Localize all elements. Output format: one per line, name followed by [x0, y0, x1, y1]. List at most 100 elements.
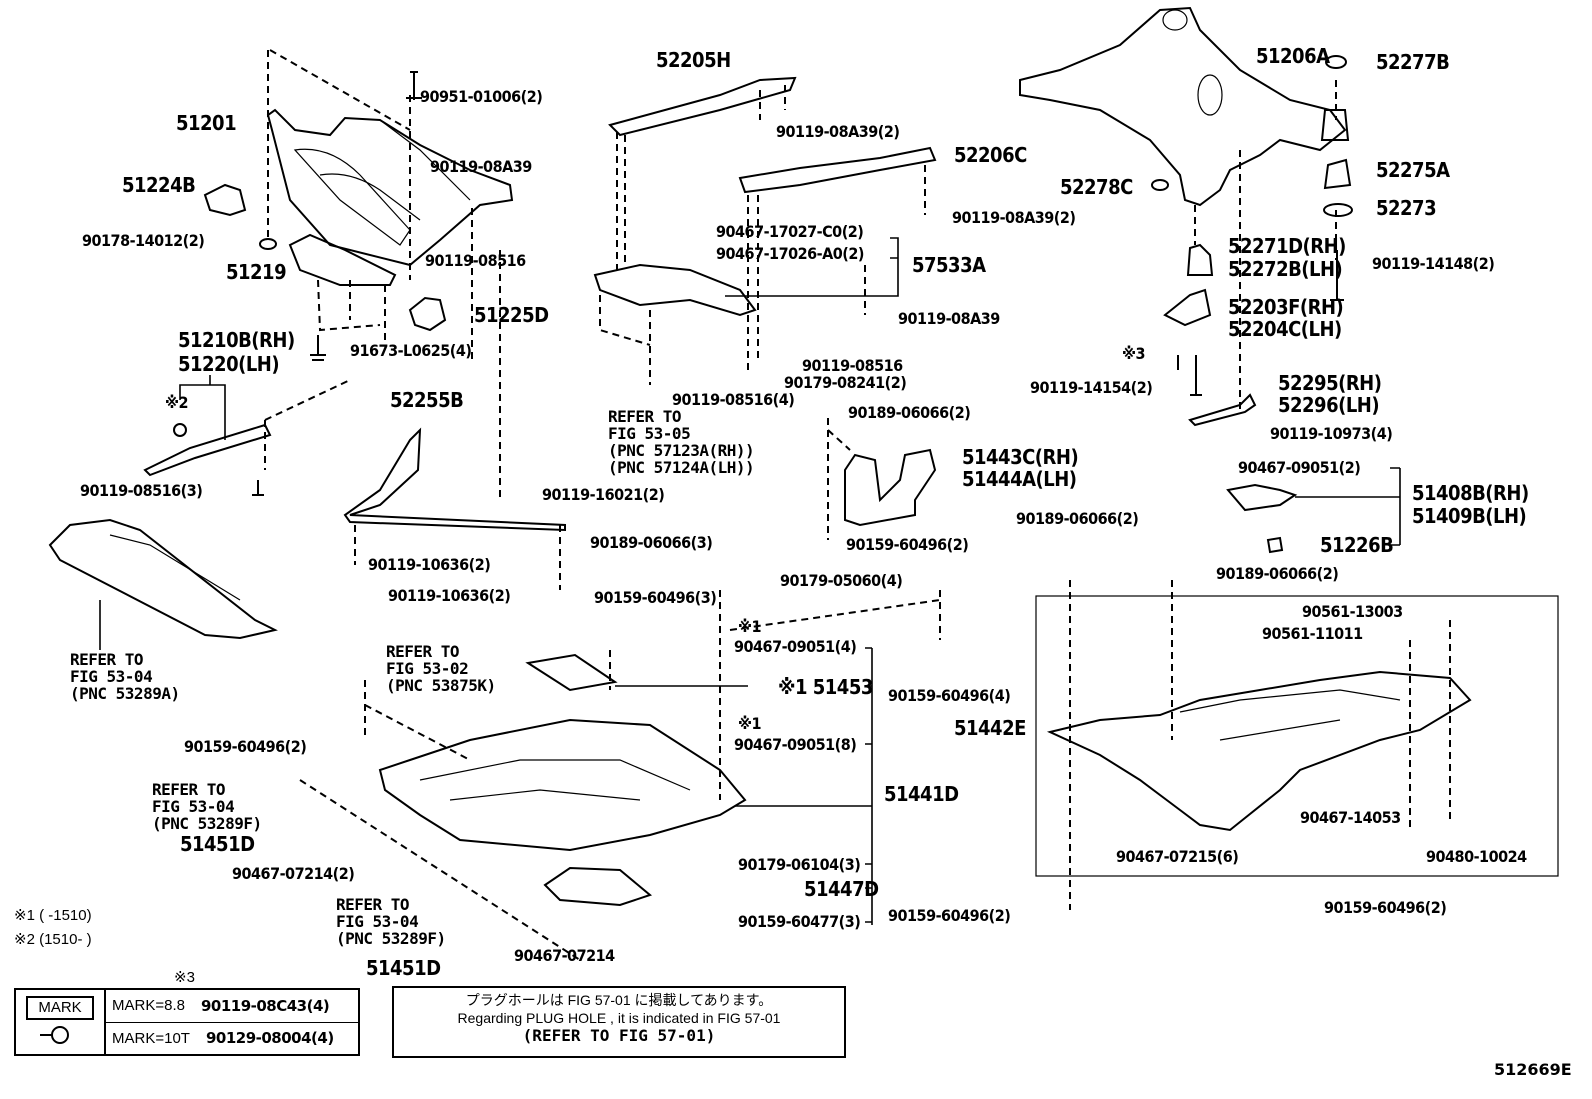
mount-52203F-part[interactable]	[1163, 288, 1212, 327]
part-label[interactable]: 90480-10024	[1426, 847, 1527, 866]
part-label[interactable]: 51220(LH)	[178, 352, 280, 376]
part-label[interactable]: 90179-08241(2)	[784, 373, 907, 392]
part-label[interactable]: 90179-05060(4)	[780, 571, 903, 590]
part-label[interactable]: ※1 51453	[778, 675, 873, 699]
part-label[interactable]: 51451D	[180, 832, 255, 856]
part-label[interactable]: 51201	[176, 111, 237, 135]
mount-51224B-part[interactable]	[203, 183, 247, 217]
part-label[interactable]: 90159-60496(2)	[888, 906, 1011, 925]
part-label[interactable]: 90119-10636(2)	[388, 586, 511, 605]
part-label[interactable]: 90159-60477(3)	[738, 912, 861, 931]
part-label[interactable]: 51442E	[954, 716, 1026, 740]
part-label[interactable]: 90561-13003	[1302, 602, 1403, 621]
plate-51447D-part[interactable]	[543, 866, 653, 907]
part-label[interactable]: 51447D	[804, 877, 879, 901]
front-undercover-part[interactable]	[48, 518, 278, 640]
part-label[interactable]: 51225D	[474, 303, 549, 327]
part-label[interactable]: 90467-07214(2)	[232, 864, 355, 883]
part-label[interactable]: 90119-08A39(2)	[952, 208, 1076, 227]
part-label[interactable]: 90179-06104(3)	[738, 855, 861, 874]
plug-hole-note-ref[interactable]: (REFER TO FIG 57-01)	[522, 1026, 716, 1045]
part-label[interactable]: 90467-17026-A0(2)	[716, 244, 864, 263]
cover-51453-part[interactable]	[525, 653, 618, 692]
part-label[interactable]: 51224B	[122, 173, 196, 197]
part-label[interactable]: 90467-09051(2)	[1238, 458, 1361, 477]
cover-51443C-part[interactable]	[844, 448, 937, 527]
refer-fig-53-04-b[interactable]: REFER TO FIG 53-04 (PNC 53289F)	[152, 781, 262, 832]
part-label[interactable]: 52296(LH)	[1278, 393, 1380, 417]
bracket-51219-part[interactable]	[288, 233, 397, 286]
part-label[interactable]: 51441D	[884, 782, 959, 806]
part-label[interactable]: 51219	[226, 260, 287, 284]
part-label[interactable]: 52275A	[1376, 158, 1450, 182]
refer-fig-53-05[interactable]: REFER TO FIG 53-05 (PNC 57123A(RH)) (PNC…	[608, 408, 755, 476]
undercover-51441D-part[interactable]	[378, 718, 747, 852]
bracket-52295-part[interactable]	[1188, 393, 1257, 427]
part-label[interactable]: 90951-01006(2)	[420, 87, 543, 106]
part-label[interactable]: 90467-09051(8)	[734, 735, 857, 754]
plate-57533A-part[interactable]	[593, 263, 757, 317]
front-crossmember-part[interactable]	[266, 108, 514, 267]
part-label[interactable]: 90159-60496(2)	[1324, 898, 1447, 917]
part-label[interactable]: 52206C	[954, 143, 1027, 167]
part-label[interactable]: 51451D	[366, 956, 441, 980]
mark-part-number[interactable]: 90119-08C43(4)	[200, 996, 330, 1015]
rear-subframe-part[interactable]	[1019, 6, 1347, 207]
refer-fig-53-04-a[interactable]: REFER TO FIG 53-04 (PNC 53289A)	[70, 651, 180, 702]
part-label[interactable]: 51210B(RH)	[178, 328, 295, 352]
arm-51210B-part[interactable]	[143, 423, 272, 477]
part-label[interactable]: 90189-06066(3)	[590, 533, 713, 552]
part-label[interactable]: 52255B	[390, 388, 464, 412]
part-label[interactable]: 90119-10636(2)	[368, 555, 491, 574]
part-label[interactable]: 90159-60496(2)	[184, 737, 307, 756]
part-label[interactable]: 51444A(LH)	[962, 467, 1077, 491]
part-label[interactable]: 57533A	[912, 253, 986, 277]
brace-52205H-part[interactable]	[608, 76, 797, 137]
part-label[interactable]: 90467-07215(6)	[1116, 847, 1239, 866]
part-label[interactable]: 90119-14154(2)	[1030, 378, 1153, 397]
part-label[interactable]: 52278C	[1060, 175, 1133, 199]
part-label[interactable]: 52277B	[1376, 50, 1450, 74]
brace-52255B-part[interactable]	[343, 427, 566, 532]
part-label[interactable]: 90119-10973(4)	[1270, 424, 1393, 443]
part-label[interactable]: 51226B	[1320, 533, 1394, 557]
part-label[interactable]: 90119-08A39	[898, 309, 1000, 328]
part-label[interactable]: 90159-60496(4)	[888, 686, 1011, 705]
part-label[interactable]: 90119-08516(3)	[80, 481, 203, 500]
part-label[interactable]: 90189-06066(2)	[848, 403, 971, 422]
part-label[interactable]: 51408B(RH)	[1412, 481, 1529, 505]
part-label[interactable]: 90119-08516(4)	[672, 390, 795, 409]
part-label[interactable]: 90119-08516	[802, 356, 903, 375]
part-label[interactable]: 90119-16021(2)	[542, 485, 665, 504]
part-label[interactable]: 90159-60496(3)	[594, 588, 717, 607]
part-label[interactable]: 90189-06066(2)	[1016, 509, 1139, 528]
part-label[interactable]: 52203F(RH)	[1228, 295, 1344, 319]
refer-fig-53-02[interactable]: REFER TO FIG 53-02 (PNC 53875K)	[386, 643, 496, 694]
part-label[interactable]: 90159-60496(2)	[846, 535, 969, 554]
part-label[interactable]: 90119-14148(2)	[1372, 254, 1495, 273]
part-label[interactable]: 90189-06066(2)	[1216, 564, 1339, 583]
part-label[interactable]: 52204C(LH)	[1228, 317, 1342, 341]
part-label[interactable]: 90467-17027-C0(2)	[716, 222, 864, 241]
part-label[interactable]: 91673-L0625(4)	[350, 341, 472, 360]
part-label[interactable]: 51206A	[1256, 44, 1330, 68]
refer-fig-53-04-c[interactable]: REFER TO FIG 53-04 (PNC 53289F)	[336, 896, 446, 947]
part-label[interactable]: 51443C(RH)	[962, 445, 1079, 469]
part-label[interactable]: 90178-14012(2)	[82, 231, 205, 250]
part-label[interactable]: 90119-08A39(2)	[776, 122, 900, 141]
part-label[interactable]: 52295(RH)	[1278, 371, 1382, 395]
part-label[interactable]: 90119-08A39	[430, 157, 532, 176]
brace-52206C-part[interactable]	[738, 146, 937, 194]
part-label[interactable]: 90561-11011	[1262, 624, 1363, 643]
part-label[interactable]: 52272B(LH)	[1228, 257, 1343, 281]
bracket-51408B-part[interactable]	[1226, 483, 1298, 512]
part-label[interactable]: 90467-14053	[1300, 808, 1401, 827]
part-label[interactable]: 90119-08516	[425, 251, 526, 270]
mark-part-number[interactable]: 90129-08004(4)	[205, 1029, 334, 1048]
part-label[interactable]: 52205H	[656, 48, 731, 72]
part-label[interactable]: 90467-07214	[514, 946, 615, 965]
part-label[interactable]: 51409B(LH)	[1412, 504, 1527, 528]
undercover-51442E-part[interactable]	[1046, 670, 1472, 832]
part-label[interactable]: 52271D(RH)	[1228, 234, 1346, 258]
mount-51225D-part[interactable]	[408, 296, 447, 332]
